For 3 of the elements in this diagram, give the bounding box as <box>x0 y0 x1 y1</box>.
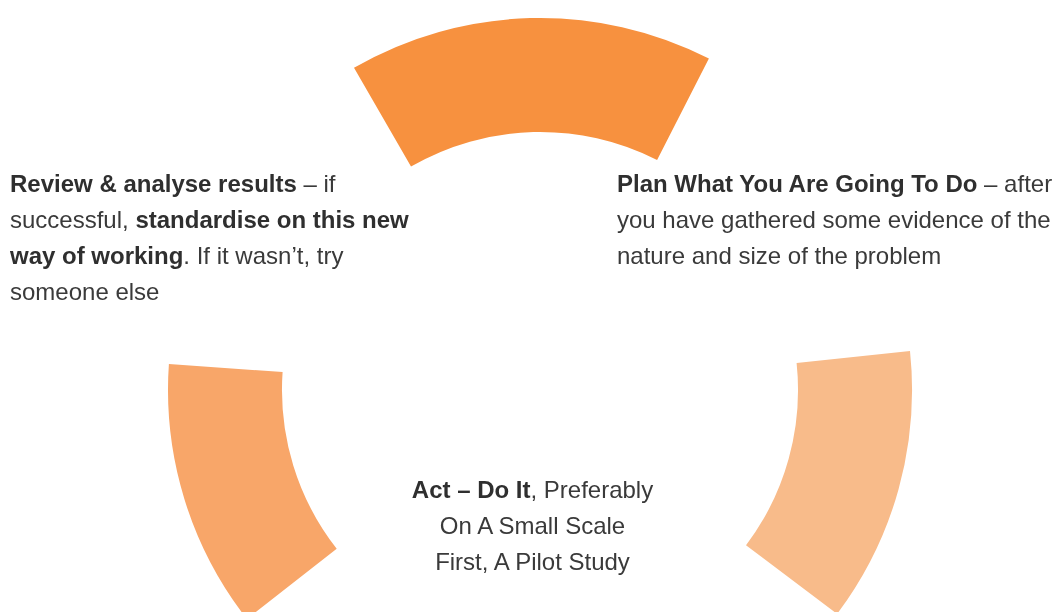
step-description: Act – Do It, Preferably On A Small Scale First, A Pilot Study <box>410 475 655 577</box>
step-description: Plan What You Are Going To Do – after you have gathered some evidence of the nature and size of the problem <box>617 169 1054 271</box>
step-description: Review & analyse results – if successful, standardise on this new way of working. If it wasn’t, try someone else <box>10 169 410 307</box>
